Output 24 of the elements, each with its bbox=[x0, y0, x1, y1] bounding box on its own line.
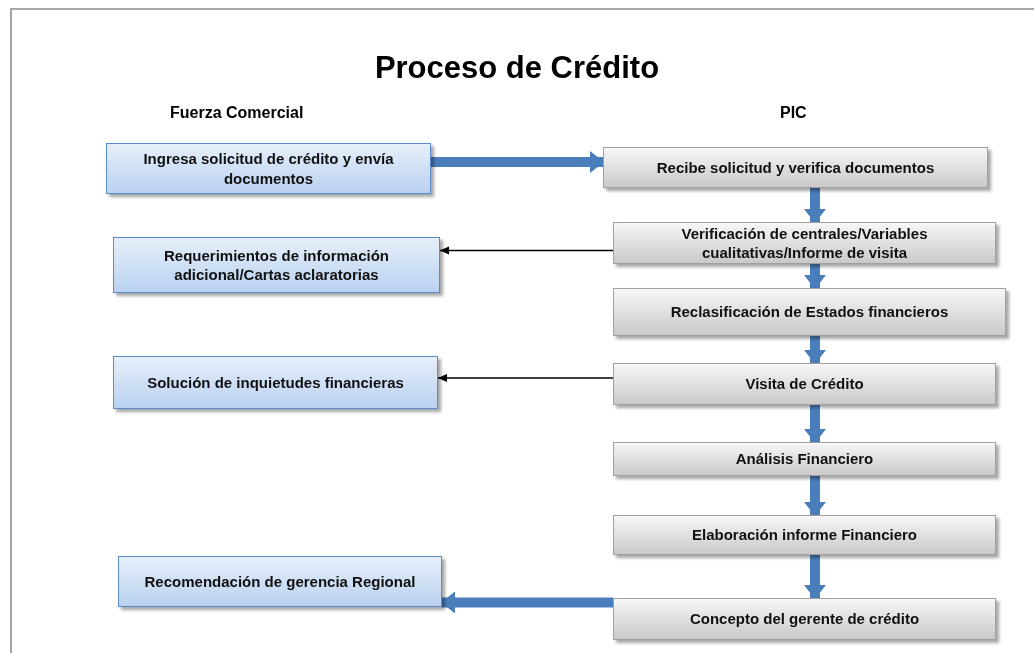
arrow bbox=[431, 151, 604, 173]
arrow bbox=[804, 555, 826, 599]
arrow bbox=[804, 476, 826, 516]
arrow bbox=[804, 264, 826, 289]
process-box: Verificación de centrales/Variables cualitativas/Informe de visita bbox=[613, 222, 996, 264]
process-box: Concepto del gerente de crédito bbox=[613, 598, 996, 640]
process-box: Elaboración informe Financiero bbox=[613, 515, 996, 555]
arrow bbox=[804, 336, 826, 364]
process-box: Recibe solicitud y verifica documentos bbox=[603, 147, 988, 188]
arrow bbox=[437, 374, 614, 382]
arrow bbox=[804, 405, 826, 443]
arrow bbox=[439, 246, 614, 255]
column-heading: PIC bbox=[780, 104, 807, 122]
arrow bbox=[441, 591, 613, 614]
diagram-title: Proceso de Crédito bbox=[373, 50, 661, 86]
arrow bbox=[804, 188, 826, 223]
process-box: Análisis Financiero bbox=[613, 442, 996, 476]
process-box: Visita de Crédito bbox=[613, 363, 996, 405]
process-box: Recomendación de gerencia Regional bbox=[118, 556, 442, 607]
process-box: Requerimientos de información adicional/Cartas aclaratorias bbox=[113, 237, 440, 293]
process-box: Reclasificación de Estados financieros bbox=[613, 288, 1006, 336]
process-box: Ingresa solicitud de crédito y envía documentos bbox=[106, 143, 431, 194]
column-heading: Fuerza Comercial bbox=[170, 104, 304, 122]
process-box: Solución de inquietudes financieras bbox=[113, 356, 438, 409]
